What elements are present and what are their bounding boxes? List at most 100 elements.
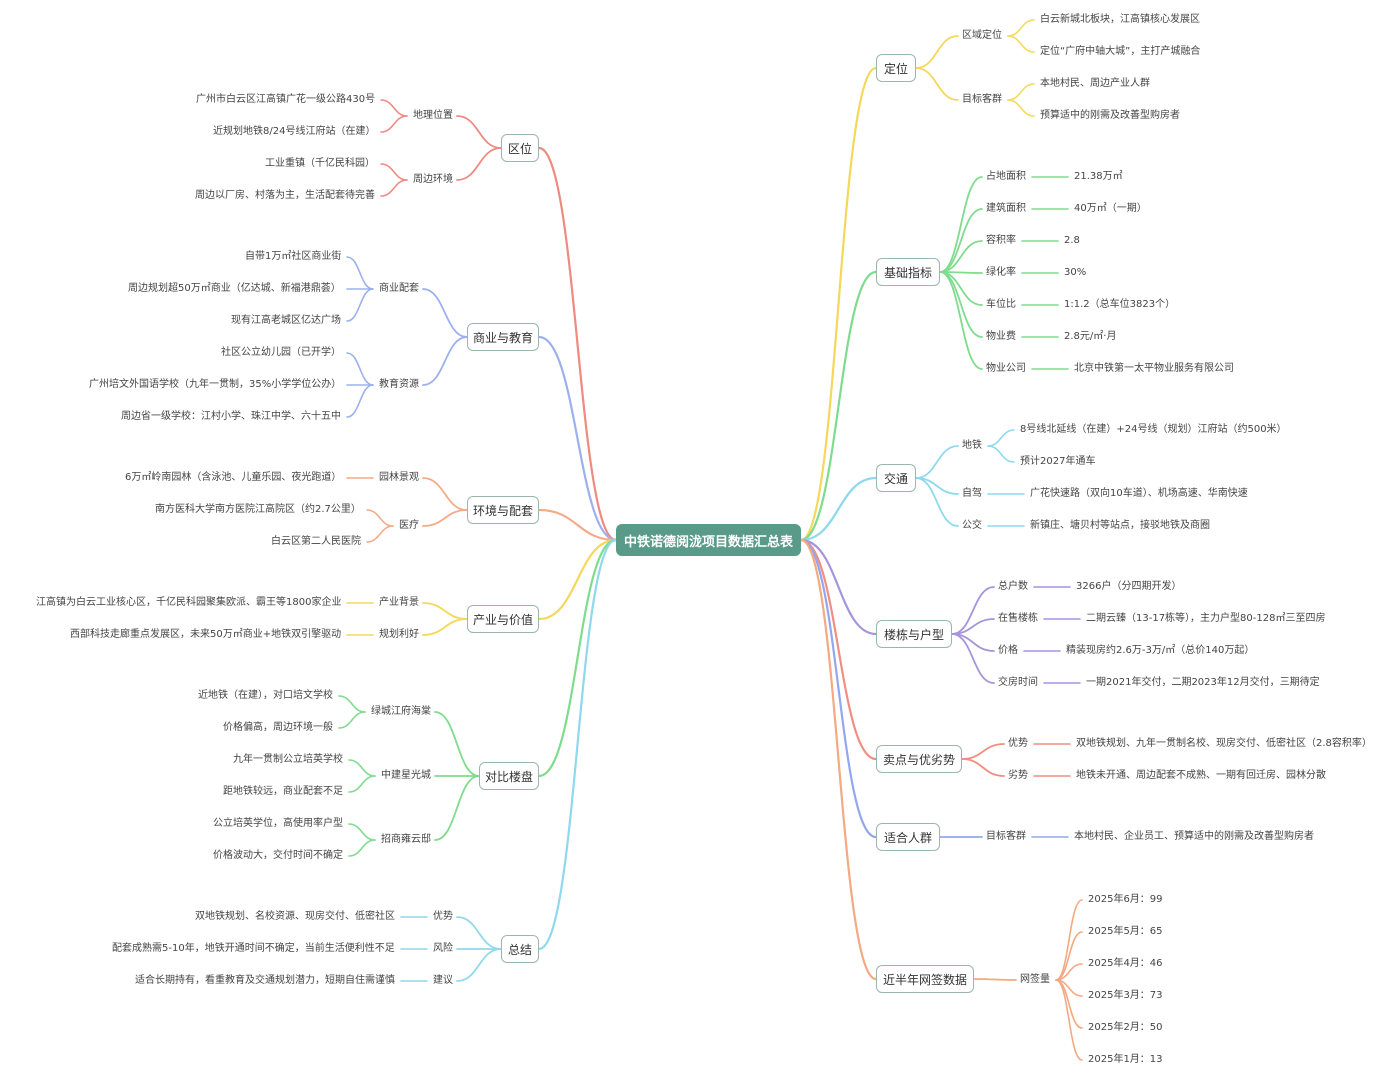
leaf-left-2-1-1: 白云区第二人民医院	[271, 536, 361, 547]
leaf-right-3-3-0: 一期2021年交付，二期2023年12月交付，三期待定	[1086, 677, 1320, 688]
leaf-right-2-2-0: 新镇庄、塘贝村等站点，接驳地铁及商圈	[1030, 520, 1210, 531]
subnode-left-4-0: 绿城江府海棠	[371, 706, 431, 717]
link-right-1-1	[939, 208, 983, 273]
link-root-right-0	[799, 66, 878, 542]
link-left-0-0	[456, 115, 502, 149]
leaf-left-0-1-0: 工业重镇（千亿民科园）	[265, 158, 375, 169]
link-left-2-1-0	[366, 509, 394, 527]
link-left-1-0-2	[346, 288, 374, 322]
link-right-2-0	[915, 445, 959, 479]
link-right-2-0-0	[987, 429, 1015, 447]
link-right-4-0	[961, 743, 1005, 760]
subnode-right-4-1: 劣势	[1008, 770, 1028, 781]
link-right-0-1-0	[1007, 83, 1035, 101]
branch-right-1[interactable]: 基础指标	[876, 258, 940, 286]
root-node[interactable]: 中铁诺德阅泷项目数据汇总表	[616, 524, 801, 556]
link-left-4-0-1	[338, 711, 366, 729]
link-right-1-6	[939, 271, 983, 370]
subnode-right-1-1: 建筑面积	[986, 203, 1026, 214]
link-right-0-0-0	[1007, 19, 1035, 37]
leaf-right-2-1-0: 广花快速路（双向10车道）、机场高速、华南快速	[1030, 488, 1248, 499]
subnode-right-2-1: 自驾	[962, 488, 982, 499]
leaf-right-6-0-3: 2025年3月：73	[1088, 990, 1163, 1001]
subnode-left-4-2: 招商雍云邸	[381, 834, 431, 845]
link-root-left-4	[537, 538, 618, 778]
leaf-right-6-0-5: 2025年1月：13	[1088, 1054, 1163, 1065]
branch-right-2[interactable]: 交通	[876, 464, 916, 492]
branch-left-3[interactable]: 产业与价值	[467, 605, 539, 633]
branch-left-0[interactable]: 区位	[501, 134, 539, 162]
branch-right-5[interactable]: 适合人群	[876, 823, 940, 851]
link-left-4-0-0	[338, 695, 366, 713]
link-root-left-0	[537, 146, 618, 542]
branch-left-5[interactable]: 总结	[501, 935, 539, 963]
link-right-1-2	[939, 240, 983, 273]
subnode-right-6-0: 网签量	[1020, 974, 1050, 985]
leaf-left-4-2-1: 价格波动大，交付时间不确定	[213, 850, 343, 861]
branch-right-6[interactable]: 近半年网签数据	[876, 965, 974, 993]
leaf-left-4-1-1: 距地铁较远，商业配套不足	[223, 786, 343, 797]
leaf-right-6-0-2: 2025年4月：46	[1088, 958, 1163, 969]
link-right-0-1-1	[1007, 99, 1035, 117]
link-right-6-0-1	[1055, 931, 1083, 981]
branch-right-3[interactable]: 楼栋与户型	[876, 620, 952, 648]
branch-left-2[interactable]: 环境与配套	[467, 496, 539, 524]
branch-right-0[interactable]: 定位	[876, 54, 916, 82]
leaf-left-2-0-0: 6万㎡岭南园林（含泳池、儿童乐园、夜光跑道）	[125, 472, 342, 483]
leaf-left-1-0-0: 自带1万㎡社区商业街	[245, 251, 342, 262]
leaf-right-3-0-0: 3266户（分四期开发）	[1076, 581, 1182, 592]
link-left-1-0-0	[346, 256, 374, 290]
link-right-1-0	[939, 176, 983, 273]
subnode-right-1-0: 占地面积	[986, 171, 1026, 182]
subnode-left-5-2: 建议	[433, 975, 453, 986]
leaf-right-0-1-1: 预算适中的刚需及改善型购房者	[1040, 110, 1180, 121]
subnode-right-2-2: 公交	[962, 520, 982, 531]
subnode-right-0-0: 区域定位	[962, 30, 1002, 41]
leaf-left-5-2-0: 适合长期持有，看重教育及交通规划潜力，短期自住需谨慎	[135, 975, 395, 986]
link-left-2-0	[422, 477, 468, 511]
leaf-right-1-5-0: 2.8元/㎡·月	[1064, 331, 1117, 342]
branch-left-4[interactable]: 对比楼盘	[479, 762, 539, 790]
leaf-left-1-1-0: 社区公立幼儿园（已开学）	[221, 347, 341, 358]
subnode-right-3-1: 在售楼栋	[998, 613, 1038, 624]
link-left-0-1-0	[380, 163, 408, 181]
leaf-left-4-0-1: 价格偏高，周边环境一般	[223, 722, 333, 733]
branch-left-1[interactable]: 商业与教育	[467, 323, 539, 351]
link-left-1-1-0	[346, 352, 374, 386]
leaf-right-0-1-0: 本地村民、周边产业人群	[1040, 78, 1150, 89]
branch-right-4[interactable]: 卖点与优劣势	[876, 745, 962, 773]
link-root-right-6	[799, 538, 878, 981]
leaf-left-4-2-0: 公立培英学位，高使用率户型	[213, 818, 343, 829]
leaf-right-1-4-0: 1:1.2（总车位3823个）	[1064, 299, 1176, 310]
link-root-left-2	[537, 508, 618, 542]
subnode-right-5-0: 目标客群	[986, 831, 1026, 842]
link-left-1-1-2	[346, 384, 374, 418]
link-right-2-0-1	[987, 445, 1015, 463]
link-right-0-0	[915, 35, 959, 69]
link-left-0-0-0	[380, 99, 408, 117]
link-left-4-1-1	[348, 775, 376, 793]
leaf-left-0-0-0: 广州市白云区江高镇广花一级公路430号	[196, 94, 376, 105]
link-left-2-1	[422, 509, 468, 527]
link-root-right-4	[799, 538, 878, 761]
subnode-right-4-0: 优势	[1008, 738, 1028, 749]
leaf-right-1-6-0: 北京中铁第一太平物业服务有限公司	[1074, 363, 1234, 374]
link-right-0-0-1	[1007, 35, 1035, 53]
link-left-2-1-1	[366, 525, 394, 543]
leaf-right-6-0-4: 2025年2月：50	[1088, 1022, 1163, 1033]
link-right-3-3	[951, 633, 995, 684]
leaf-right-1-0-0: 21.38万㎡	[1074, 171, 1123, 182]
leaf-left-2-1-0: 南方医科大学南方医院江高院区（约2.7公里）	[155, 504, 361, 515]
link-root-right-3	[799, 538, 878, 636]
link-root-right-5	[799, 538, 878, 839]
link-right-6-0-5	[1055, 979, 1083, 1061]
subnode-right-1-3: 绿化率	[986, 267, 1016, 278]
link-left-3-1	[422, 618, 468, 636]
subnode-left-0-0: 地理位置	[413, 110, 453, 121]
leaf-right-5-0-0: 本地村民、企业员工、预算适中的刚需及改善型购房者	[1074, 831, 1314, 842]
link-left-5-2	[456, 948, 502, 982]
link-right-1-4	[939, 271, 983, 306]
subnode-right-1-4: 车位比	[986, 299, 1016, 310]
